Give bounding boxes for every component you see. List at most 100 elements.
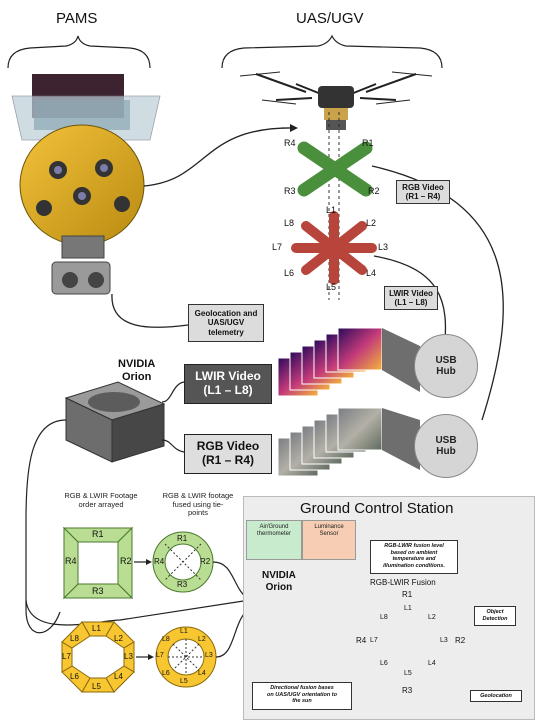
directional-note-line3: the sun <box>292 698 312 705</box>
fusion-note-line3: temperature and <box>392 556 436 563</box>
lwir-video-box: LWIR Video (L1 – L8) <box>184 364 272 404</box>
rgb-arrayed-r4: R4 <box>65 556 77 566</box>
rgb-video-box-line1: RGB Video <box>196 439 260 454</box>
directional-note-line2: on UAS/UGV orientation to <box>267 691 337 698</box>
arm-label-l5: L5 <box>326 282 337 292</box>
lwir-fused-l2: L2 <box>198 636 206 643</box>
arm-label-r4: R4 <box>284 138 296 148</box>
fusion-r1: R1 <box>402 590 413 599</box>
fusion-l2: L2 <box>428 614 436 621</box>
gcs-nvidia-label: NVIDIA Orion <box>262 570 296 593</box>
geolocation-callout-line1: Geolocation and <box>194 309 258 319</box>
thermometer-line2: thermometer <box>256 530 291 537</box>
arm-label-r3: R3 <box>284 186 296 196</box>
fusion-note-line2: based on ambient <box>390 549 438 556</box>
arm-label-l1: L1 <box>326 205 337 215</box>
geolocation-callout-line2: UAS/UGV <box>207 318 245 328</box>
lwir-video-box-line2: (L1 – L8) <box>203 383 253 397</box>
lwir-arrayed-l1: L1 <box>92 624 101 633</box>
arrayed-caption-line1: RGB & LWIR Footage <box>64 491 138 500</box>
lwir-arm-star <box>291 211 377 285</box>
fusion-l1: L1 <box>404 605 412 612</box>
usb-hub-lwir: USB Hub <box>414 334 478 398</box>
lwir-fused-l3: L3 <box>205 652 213 659</box>
usb-hub-rgb: USB Hub <box>414 414 478 478</box>
rgb-arrayed-r1: R1 <box>92 529 104 539</box>
rgb-fused-r3: R3 <box>177 580 188 589</box>
fusion-level-note: RGB-LWIR fusion level based on ambient t… <box>370 540 458 574</box>
fusion-l8: L8 <box>380 614 388 621</box>
arm-label-l7: L7 <box>272 242 283 252</box>
lwir-arrayed-l6: L6 <box>70 672 79 681</box>
lwir-arrayed-l7: L7 <box>62 652 71 661</box>
lwir-fused-l1: L1 <box>180 628 188 635</box>
nvidia-orion-label-line2: Orion <box>121 370 152 383</box>
arm-label-l3: L3 <box>378 242 389 252</box>
pams-brace <box>7 35 151 69</box>
arrayed-caption: RGB & LWIR Footage order arrayed <box>56 491 146 509</box>
pams-header: PAMS <box>56 10 98 27</box>
arm-label-l8: L8 <box>284 218 295 228</box>
rgb-video-box: RGB Video (R1 – R4) <box>184 434 272 474</box>
rgb-video-callout-line2: (R1 – R4) <box>405 192 441 201</box>
lwir-arrayed-l3: L3 <box>124 652 133 661</box>
rgb-arm-cross <box>297 141 373 197</box>
object-detection-line1: Object <box>486 609 504 615</box>
fusion-note-line1: RGB-LWIR fusion level <box>384 543 444 549</box>
geolocation-telemetry-callout: Geolocation and UAS/UGV telemetry <box>188 304 264 342</box>
lwir-video-callout: LWIR Video (L1 – L8) <box>384 286 438 310</box>
arm-label-l4: L4 <box>366 268 377 278</box>
lwir-frame-stack <box>277 327 383 397</box>
gcs-nvidia-line1: NVIDIA <box>262 570 296 581</box>
lwir-arrayed-l4: L4 <box>114 672 123 681</box>
arrayed-caption-line2: order arrayed <box>78 499 124 509</box>
arm-label-l2: L2 <box>366 218 377 228</box>
rgb-arrayed-r2: R2 <box>120 556 132 566</box>
usb-hub-rgb-line1: USB <box>435 435 457 446</box>
nvidia-orion-label: NVIDIA Orion <box>118 358 155 383</box>
geolocation-callout-line3: telemetry <box>208 327 244 337</box>
rgb-video-callout-line1: RGB Video <box>402 182 444 192</box>
uas-brace <box>221 34 443 69</box>
pams-to-drone-wire <box>143 127 297 187</box>
fused-caption: RGB & LWIR footage fused using tie- poin… <box>150 491 246 518</box>
arm-label-r1: R1 <box>362 138 374 148</box>
thermometer-line1: Air/Ground <box>259 524 289 530</box>
rgb-frame-stack <box>277 407 383 477</box>
lwir-arrayed-octagon <box>61 621 135 693</box>
fusion-l7: L7 <box>370 637 378 644</box>
lwir-fused-circle <box>155 626 217 688</box>
fusion-l3: L3 <box>440 637 448 644</box>
gcs-title: Ground Control Station <box>300 500 454 517</box>
rgb-fused-r1: R1 <box>177 534 188 543</box>
luminance-sensor: Luminance Sensor <box>302 520 356 560</box>
lwir-fused-l6: L6 <box>162 670 170 677</box>
fused-caption-line1: RGB & LWIR footage <box>162 491 234 500</box>
lwir-fused-l7: L7 <box>156 652 164 659</box>
lwir-arrayed-l5: L5 <box>92 682 101 691</box>
lwir-video-callout-line2: (L1 – L8) <box>394 298 428 307</box>
luminance-line1: Luminance <box>314 524 344 530</box>
uas-ugv-header: UAS/UGV <box>296 10 364 27</box>
fusion-l4: L4 <box>428 660 436 667</box>
rgb-arrayed-frame <box>62 526 134 600</box>
fused-caption-line3: points <box>187 508 208 518</box>
directional-fusion-note: Directional fusion bases on UAS/UGV orie… <box>252 682 352 710</box>
fusion-l5: L5 <box>404 670 412 677</box>
usb-hub-lwir-line1: USB <box>435 355 457 366</box>
nvidia-orion-label-line1: NVIDIA <box>118 358 156 370</box>
fusion-r4: R4 <box>356 636 367 645</box>
fusion-r2: R2 <box>455 636 466 645</box>
lwir-video-box-line1: LWIR Video <box>195 369 261 384</box>
lwir-video-callout-line1: LWIR Video <box>389 288 433 298</box>
fusion-r3: R3 <box>402 686 413 695</box>
fused-caption-line2: fused using tie- <box>172 499 224 509</box>
usb-hub-rgb-line2: Hub <box>436 446 456 457</box>
nvidia-orion-device <box>64 381 166 463</box>
geolocation-label: Geolocation <box>470 690 522 702</box>
lwir-fused-l8: L8 <box>162 636 170 643</box>
object-detection-label: Object Detection <box>474 606 516 626</box>
fusion-note-line4: illumination conditions. <box>383 562 445 569</box>
telemetry-wire <box>111 293 189 328</box>
rgb-video-box-line2: (R1 – R4) <box>201 453 254 467</box>
